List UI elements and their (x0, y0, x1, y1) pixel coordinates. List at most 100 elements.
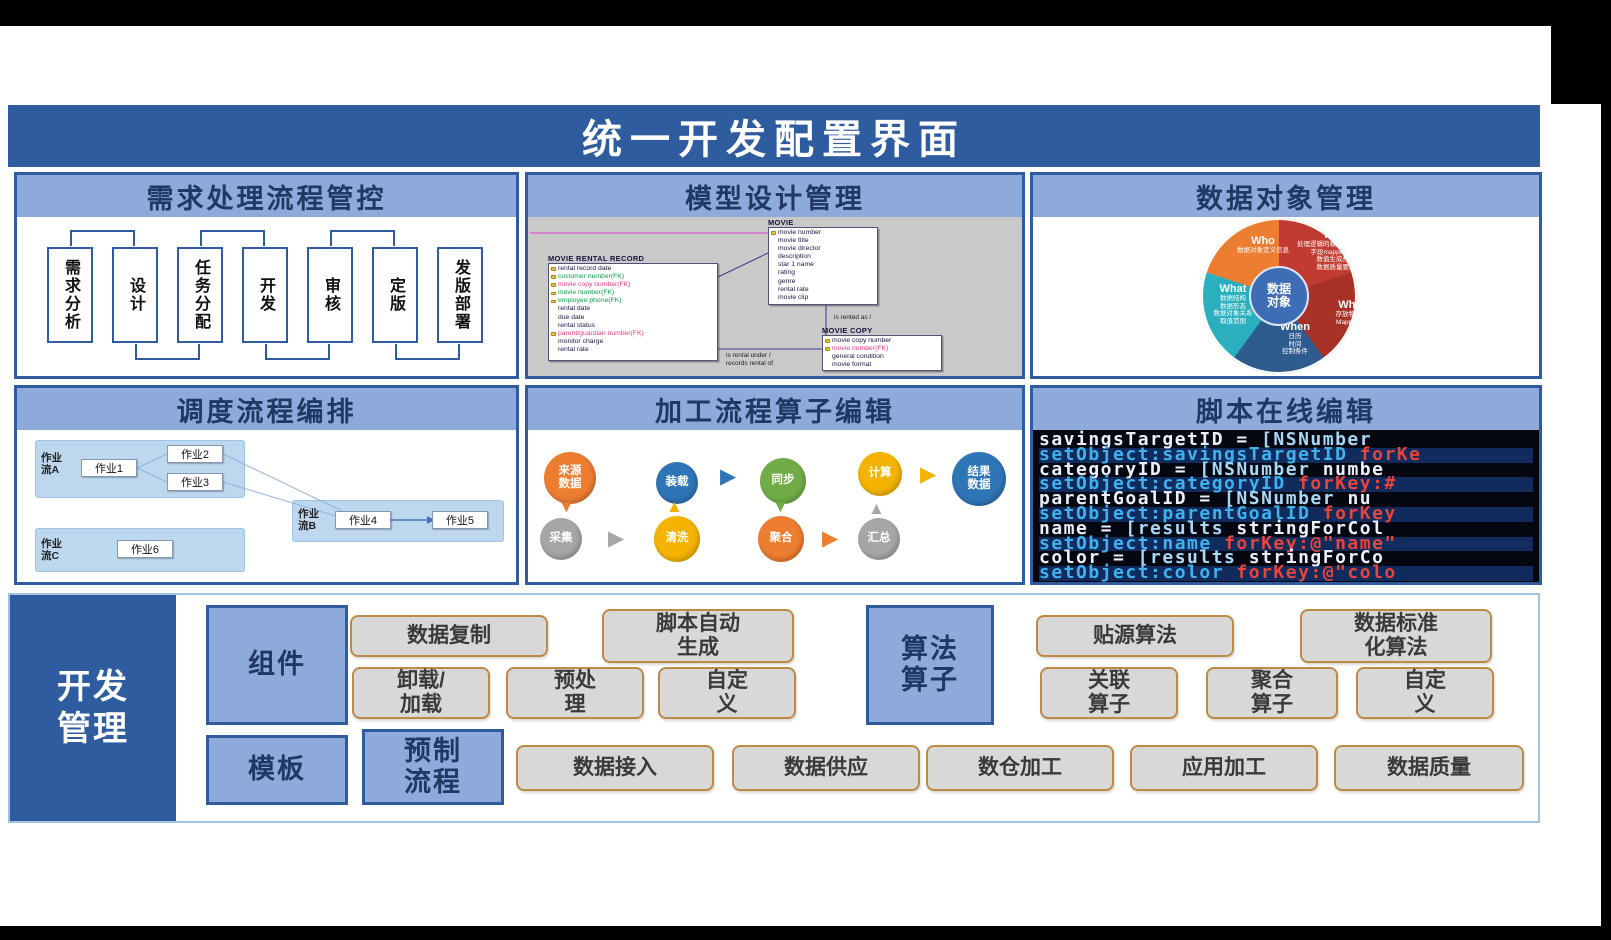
er-row: movie number(FK) (551, 289, 715, 297)
operator-node-collect: 采集 (540, 518, 582, 560)
er-row: rental date (551, 305, 715, 313)
er-row: rating (771, 269, 875, 277)
key-icon (551, 275, 556, 279)
panel-schedule-body: 作业 流A 作业 流B 作业 流C 作业1 作业2 作业3 作业4 作业5 作业… (17, 430, 516, 582)
prefab-flow-box: 预制 流程 (362, 729, 504, 805)
component-button-custom: 自定 义 (658, 667, 796, 719)
operator-node-aggregate: 聚合 (758, 516, 804, 562)
requirement-step-label: 任务分配 (192, 259, 209, 331)
job-box: 作业3 (167, 473, 223, 491)
er-row: rental rate (771, 286, 875, 294)
er-row: movie clip (771, 294, 875, 302)
panel-data-object: 数据对象管理 Who 数据对象定义信息 How 处理逻辑的顺序描述及算法 字段m… (1030, 172, 1542, 379)
segment-desc: 数据对象定义信息 (1237, 247, 1289, 254)
er-row: rental rate (551, 346, 715, 354)
er-row: customer number(FK) (551, 273, 715, 281)
pie-segment-who: Who 数据对象定义信息 (1219, 235, 1307, 255)
flow-connectors (136, 453, 435, 524)
connector-bracket (135, 344, 200, 360)
template-button-data-quality: 数据质量 (1334, 745, 1524, 791)
er-column-name: general condition (832, 353, 884, 361)
segment-name: What (1219, 283, 1247, 295)
er-row: movie title (771, 237, 875, 245)
er-row: rental status (551, 322, 715, 330)
connector-bracket (330, 230, 395, 246)
segment-desc: 日历 时间 控制条件 (1282, 333, 1308, 356)
er-column-name: rental date (558, 305, 591, 313)
job-flow-b-label: 作业 流B (298, 508, 319, 533)
panel-operators: 加工流程算子编辑 来源 数据 装载 同步 计算 结果 数据 采集 清洗 聚合 汇… (525, 385, 1025, 585)
template-button-data-supply: 数据供应 (732, 745, 920, 791)
er-table-name: MOVIE COPY (822, 326, 873, 335)
er-column-name: rental rate (558, 345, 589, 353)
er-column-name: rental status (558, 321, 596, 329)
connector-bracket (265, 344, 330, 360)
key-icon (551, 332, 556, 336)
er-row: movie number(FK) (825, 345, 939, 353)
panel-requirements: 需求处理流程管控 需求分析 设计 任务分配 开发 审核 定版 发版部署 (14, 172, 519, 379)
er-row: general condition (825, 353, 939, 361)
flow-arrow-up-icon: ▲ (868, 499, 885, 518)
pie-segment-what: What 数据结构 数据形态 数据对象关系 取值范围 (1201, 283, 1265, 325)
algorithm-button-source: 贴源算法 (1036, 615, 1234, 657)
job-flow-c-label: 作业 流C (41, 538, 62, 563)
segment-name: Where (1338, 299, 1372, 311)
key-icon (551, 283, 556, 287)
key-icon (551, 299, 556, 304)
operator-node-sync: 同步 (760, 458, 806, 504)
er-column-name: movie clip (778, 293, 809, 301)
er-row: monitor charge (551, 338, 715, 346)
panel-data-object-title: 数据对象管理 (1033, 175, 1539, 217)
flow-arrow-up-icon: ▲ (666, 497, 683, 516)
operator-node-summarize: 汇总 (858, 518, 900, 560)
relation-label: is rented as / (834, 314, 872, 321)
panel-requirements-body: 需求分析 设计 任务分配 开发 审核 定版 发版部署 (17, 217, 516, 376)
panel-model-body: MOVIE RENTAL RECORD rental record date c… (528, 217, 1022, 376)
er-column-name: rental record date (558, 265, 612, 272)
er-row: movie director (771, 245, 875, 253)
key-icon (825, 339, 830, 343)
requirement-step-box: 发版部署 (437, 247, 483, 343)
er-row: employee phone(FK) (551, 297, 715, 305)
relation-label: is rental under / records rental of (726, 352, 773, 367)
er-column-name: movie copy number (832, 337, 892, 344)
er-table-name: MOVIE (768, 218, 794, 227)
flow-arrow-down-icon: ▼ (558, 497, 575, 516)
er-row: movie copy number(FK) (551, 281, 715, 289)
component-button-unload-load: 卸载/ 加载 (352, 667, 490, 719)
template-button-data-access: 数据接入 (516, 745, 714, 791)
connector-bracket (200, 230, 265, 246)
er-row: genre (771, 278, 875, 286)
flow-arrow-right-icon: ▶ (822, 527, 839, 550)
letterbox-top-right (1551, 0, 1611, 104)
er-column-name: due date (558, 313, 585, 321)
template-box: 模板 (206, 735, 348, 805)
requirement-step-label: 发版部署 (452, 259, 469, 331)
er-column-name: description (778, 253, 811, 261)
er-column-name: rating (778, 269, 796, 277)
key-icon (551, 267, 556, 271)
key-icon (551, 291, 556, 296)
segment-desc: 数据结构 数据形态 数据对象关系 取值范围 (1213, 295, 1253, 325)
er-column-name: monitor charge (558, 337, 604, 345)
er-column-name: rental rate (778, 285, 809, 293)
page-title: 统一开发配置界面 (8, 105, 1540, 167)
er-relationship-lines (530, 232, 827, 350)
flow-arrow-right-icon: ▶ (720, 465, 737, 488)
requirement-step-label: 开发 (257, 277, 274, 313)
component-box: 组件 (206, 605, 348, 725)
key-icon (771, 231, 776, 235)
panel-requirements-title: 需求处理流程管控 (17, 175, 516, 217)
requirement-step-box: 开发 (242, 247, 288, 343)
pie-segment-how: How 处理逻辑的顺序描述及算法 字段mapping信息 数值生成规则 数据质量… (1295, 229, 1377, 271)
operator-node-load: 装载 (656, 462, 698, 504)
requirement-step-box: 定版 (372, 247, 418, 343)
operator-node-compute: 计算 (858, 452, 902, 496)
algorithm-box: 算法 算子 (866, 605, 994, 725)
requirement-step-box: 设计 (112, 247, 158, 343)
requirement-step-label: 审核 (322, 277, 339, 313)
connector-bracket (395, 344, 460, 360)
panel-operators-title: 加工流程算子编辑 (528, 388, 1022, 430)
